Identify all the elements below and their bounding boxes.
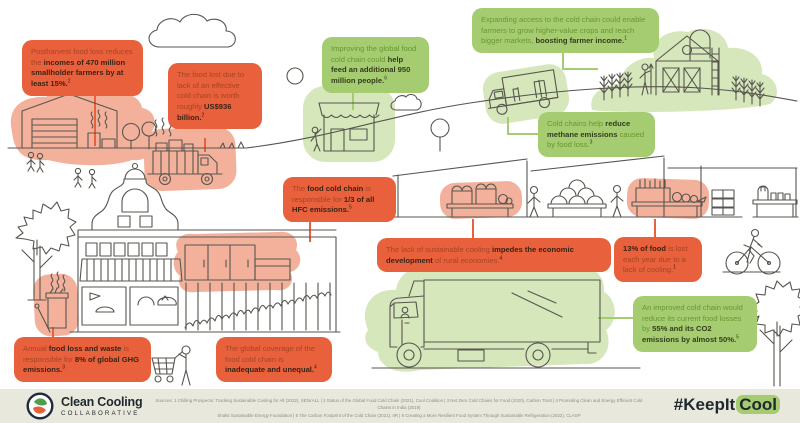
- callout-rural-economies: The lack of sustainable cooling impedes …: [377, 238, 611, 273]
- waste-bin-icon: [34, 271, 69, 333]
- sources-line-1: Sources: 1 Chilling Prospects: Tracking …: [155, 398, 643, 411]
- uphill-truck-icon: [488, 69, 559, 115]
- shoppers-icon: [73, 167, 97, 189]
- jug-table-icon: [752, 185, 798, 218]
- clean-cooling-logo: Clean Cooling COLLABORATIVE: [26, 392, 143, 420]
- spoiling-truck-icon: [147, 117, 223, 186]
- callout-methane-emissions: Cold chains help reduce methane emission…: [538, 112, 655, 157]
- farmer-icon: [639, 63, 654, 96]
- truck-market-highlight: [143, 127, 237, 191]
- callout-postharvest-income: Postharvest food loss reduces the income…: [22, 40, 143, 96]
- leader-farmer-income: [562, 52, 598, 70]
- bare-tree-icon: [749, 280, 800, 387]
- people-pair-icon: [26, 151, 45, 173]
- fridge-cases-highlight: [173, 231, 301, 293]
- callout-ghg-emissions: Annual food loss and waste is responsibl…: [14, 337, 151, 382]
- shop-highlight: [303, 86, 395, 162]
- logo-wordmark: Clean Cooling: [61, 395, 143, 409]
- crate-stack-icon: [711, 189, 735, 216]
- shopper-icon: [610, 184, 624, 218]
- illustration-canvas: [7, 13, 800, 387]
- small-cloud-icon: [390, 94, 422, 111]
- sky: [148, 13, 422, 111]
- leader-lines: [52, 52, 656, 338]
- refrigerated-truck-icon: [371, 279, 641, 369]
- bicycle-icon: [722, 228, 781, 275]
- callout-coverage-unequal: The global coverage of the food cold cha…: [216, 337, 332, 382]
- market-shed-icon: [347, 155, 799, 218]
- trees-icon: [121, 118, 450, 152]
- vendor-icon: [527, 185, 541, 218]
- warehouse-highlight: [10, 88, 155, 166]
- uphill-truck-highlight: [482, 64, 570, 124]
- big-truck-highlight: [364, 263, 615, 372]
- hashtag-highlight: Cool: [736, 395, 780, 414]
- bottle-table-icon: [631, 178, 707, 218]
- market-hall-icon: [69, 162, 341, 333]
- callout-hfc-emissions: The food cold chain is responsible for 1…: [283, 177, 396, 222]
- callout-13pct-food-lost: 13% of food is lost each year due to a l…: [614, 237, 702, 282]
- leader-methane: [507, 117, 538, 135]
- callout-feed-950-million: Improving the global food cold chain cou…: [322, 37, 429, 93]
- callout-improved-cold-chain: An improved cold chain would reduce its …: [633, 296, 757, 352]
- sources-line-2: Shakti Sustainable Energy Foundation | 5…: [217, 412, 581, 418]
- shopping-cart-icon: [151, 345, 191, 386]
- ground-line-left: [7, 141, 247, 149]
- callout-farmer-income: Expanding access to the cold chain could…: [472, 8, 659, 53]
- sun-icon: [286, 67, 304, 85]
- callout-food-lost-value: The food lost due to lack of an effectiv…: [168, 63, 262, 130]
- barn-icon: [655, 29, 720, 96]
- tall-tree-icon: [15, 201, 77, 301]
- cloud-icon: [148, 13, 236, 48]
- clean-cooling-logo-icon: [26, 392, 54, 420]
- produce-table-icon: [446, 183, 514, 218]
- footer-bar: Clean Cooling COLLABORATIVE Sources: 1 C…: [0, 389, 800, 423]
- market-stand-icon: [310, 102, 380, 152]
- sources-text: Sources: 1 Chilling Prospects: Tracking …: [150, 397, 648, 419]
- bread-table-icon: [547, 179, 607, 218]
- logo-subtitle: COLLABORATIVE: [61, 410, 140, 417]
